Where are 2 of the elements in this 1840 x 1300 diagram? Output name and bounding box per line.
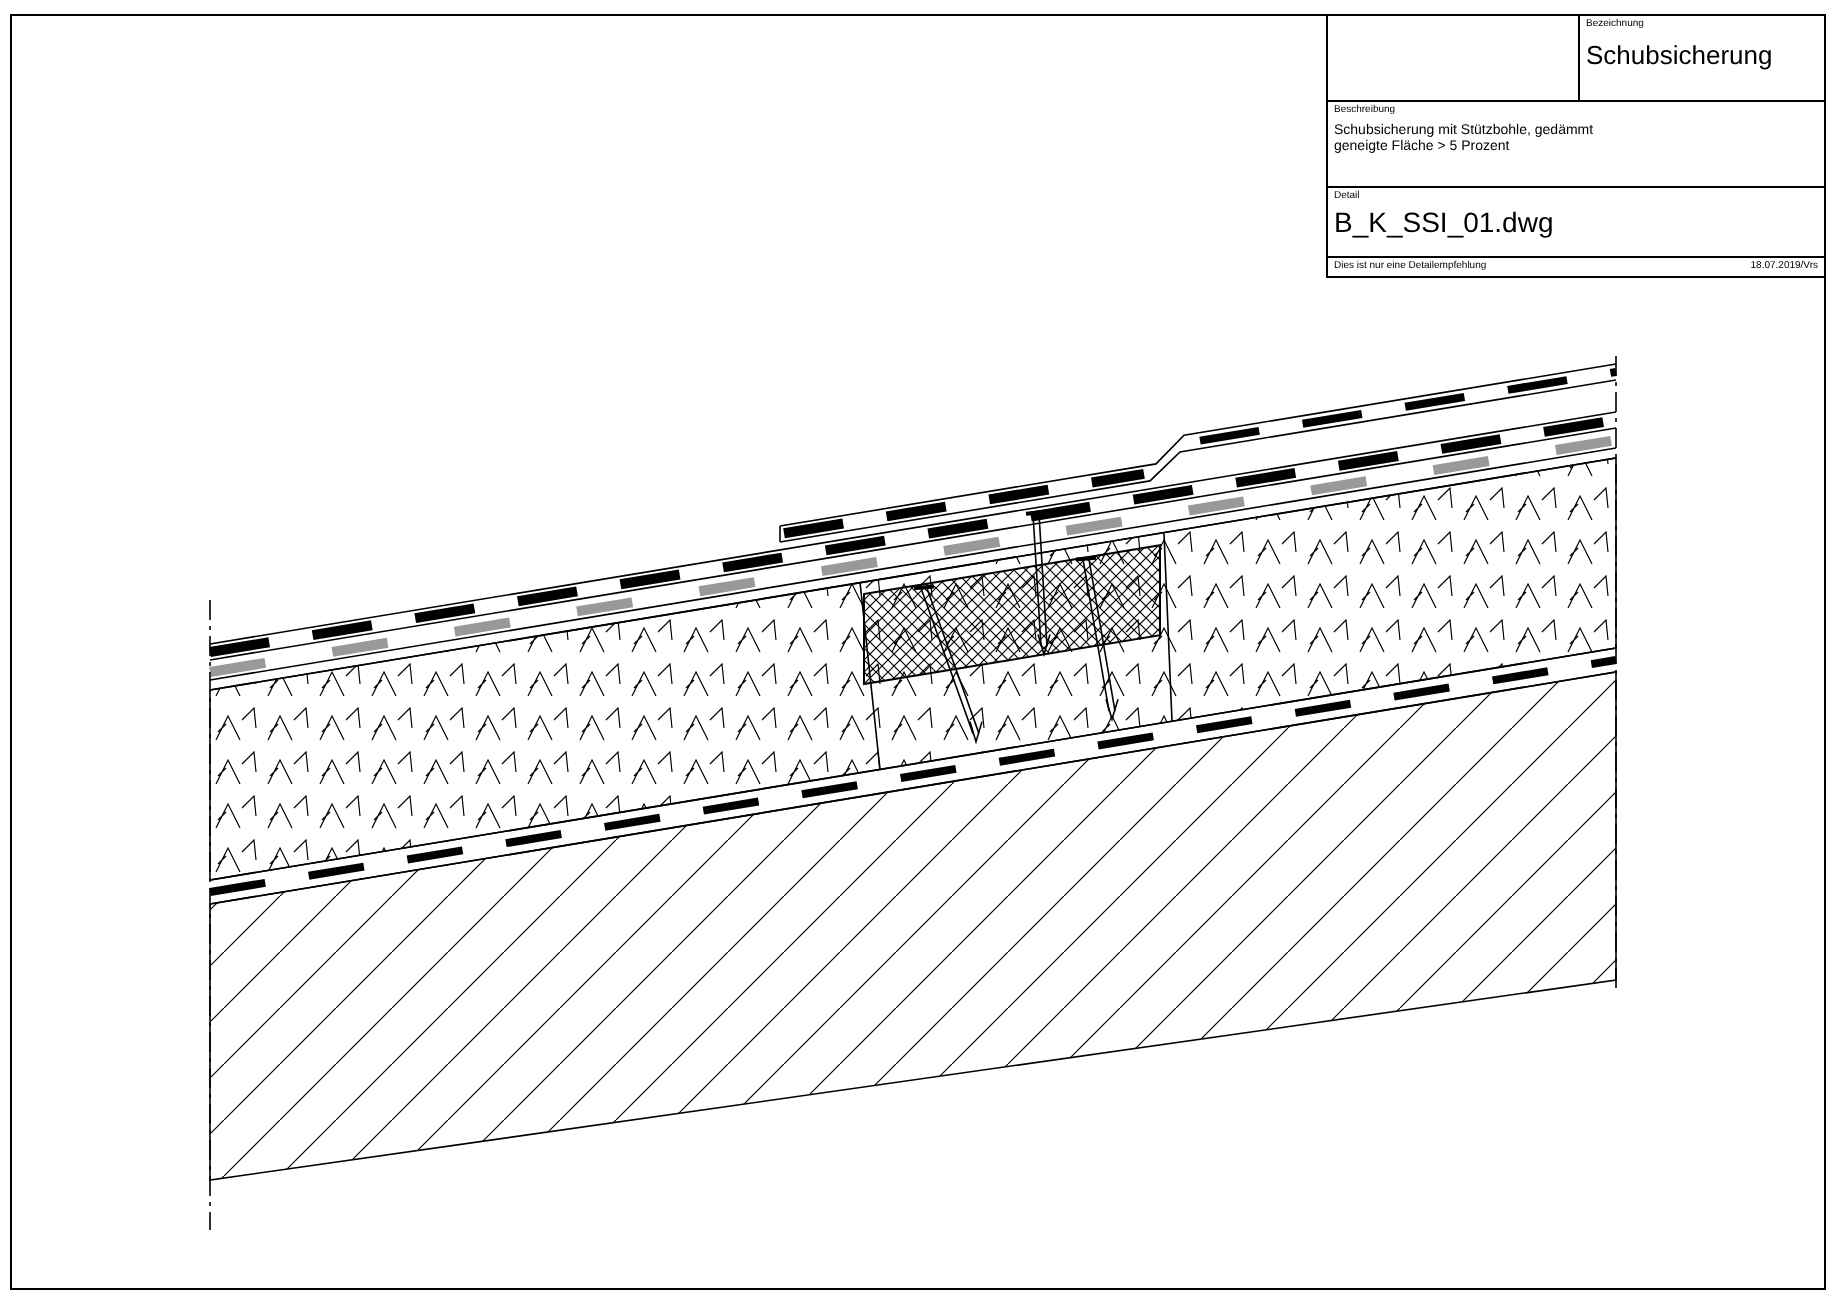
designation-text: Schubsicherung xyxy=(1586,40,1775,73)
file-name: B_K_SSI_01.dwg xyxy=(1334,206,1556,241)
